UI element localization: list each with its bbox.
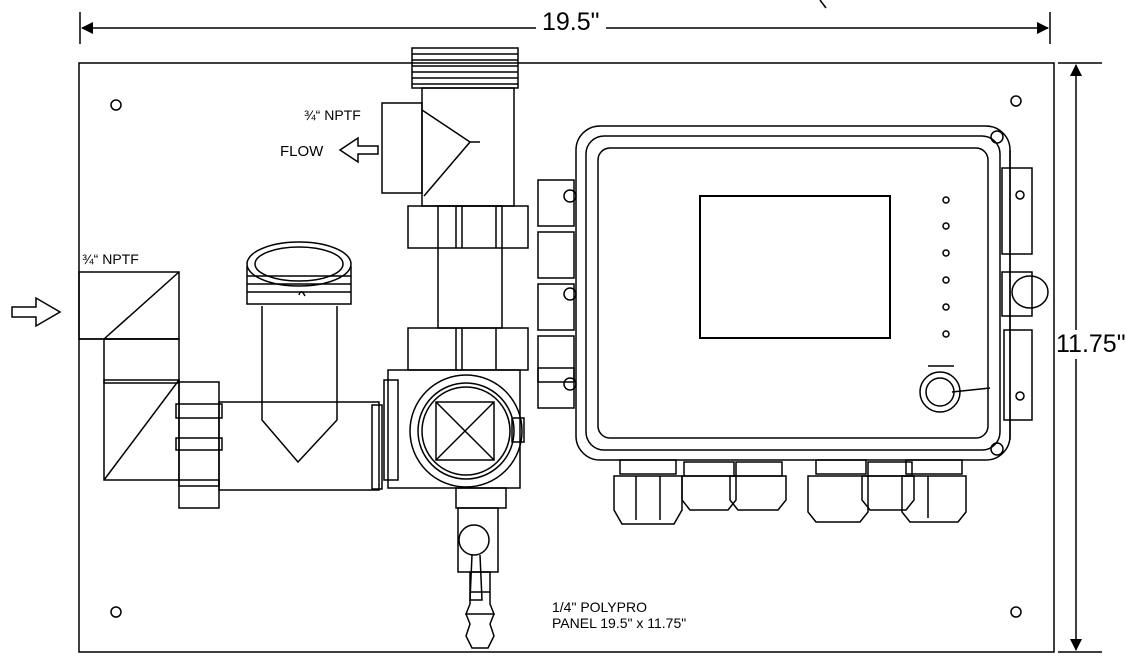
height-dimension-label: 11.75" <box>1056 330 1126 359</box>
controller-hinges <box>537 179 577 409</box>
mounting-holes <box>110 95 1022 618</box>
outlet-tee <box>381 47 519 207</box>
width-dimension-label: 19.5" <box>536 10 606 35</box>
inlet-elbow <box>78 271 180 481</box>
outlet-fitting-label: ¾“ NPTF <box>304 107 361 123</box>
panel-note-material: 1/4" POLYPRO <box>552 599 647 615</box>
polypro-panel <box>78 62 1055 653</box>
flow-label: FLOW <box>280 143 324 160</box>
vertical-pipe <box>407 205 529 371</box>
sample-valve <box>455 487 507 649</box>
controller-enclosure <box>575 125 1011 461</box>
inlet-fitting-label: ¾“ NPTF <box>82 251 139 267</box>
sensor-housing <box>383 369 525 489</box>
flow-arrow-icon <box>338 136 379 164</box>
cable-glands <box>613 459 967 525</box>
panel-note-size: PANEL 19.5" x 11.75" <box>552 615 687 631</box>
inlet-union <box>175 381 223 509</box>
flow-cell-tee <box>218 241 383 491</box>
inlet-arrow-icon <box>11 296 62 328</box>
enclosure-latch <box>1001 167 1049 421</box>
panel-note: 1/4" POLYPRO PANEL 19.5" x 11.75" <box>552 599 686 631</box>
